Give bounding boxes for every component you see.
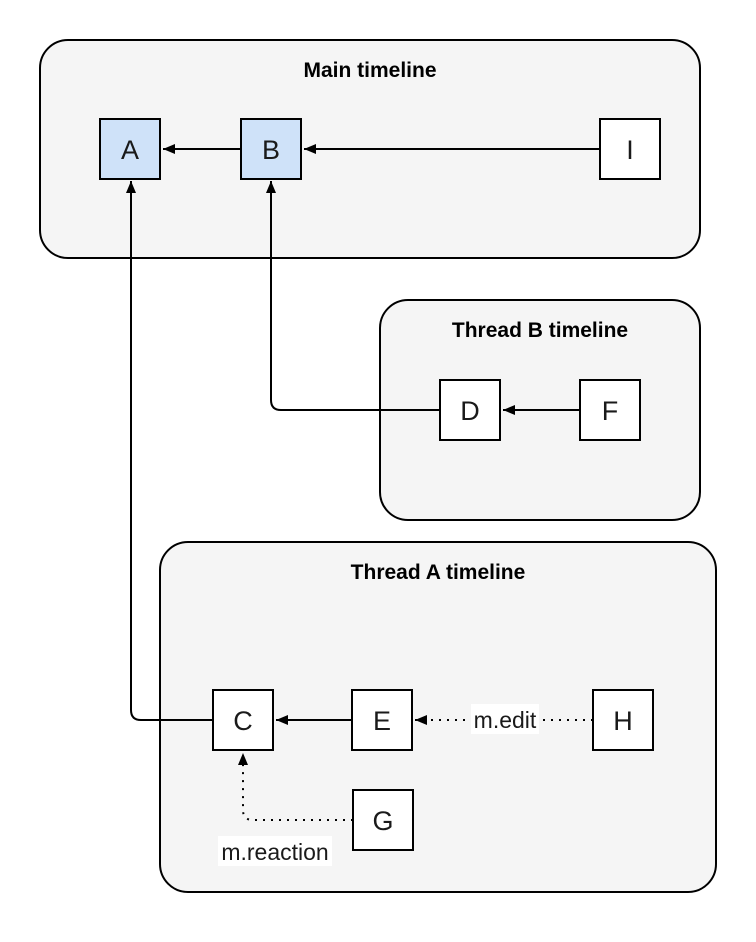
container-thread-a-timeline-title: Thread A timeline xyxy=(351,561,526,584)
node-i-label: I xyxy=(626,135,634,165)
node-b: B xyxy=(240,118,302,180)
node-g-box xyxy=(352,789,414,851)
node-i-box xyxy=(599,118,661,180)
node-f-label: F xyxy=(602,396,619,426)
edge-d-to-b xyxy=(266,181,440,411)
node-d: D xyxy=(439,379,501,441)
node-g-label: G xyxy=(372,806,393,836)
node-a-label: A xyxy=(121,135,139,165)
edge-c-to-a xyxy=(126,181,213,721)
node-i: I xyxy=(599,118,661,180)
edge-label-m-reaction-text: m.reaction xyxy=(221,839,328,865)
node-f-box xyxy=(579,379,641,441)
node-e-label: E xyxy=(373,706,391,736)
node-c-label: C xyxy=(233,706,253,736)
node-c-box xyxy=(212,689,274,751)
node-a-box xyxy=(99,118,161,180)
node-f: F xyxy=(579,379,641,441)
container-thread-b-timeline-title: Thread B timeline xyxy=(452,319,628,342)
node-b-box xyxy=(240,118,302,180)
container-thread-a-timeline xyxy=(159,541,717,893)
container-main-timeline-title: Main timeline xyxy=(303,59,436,82)
node-e-box xyxy=(351,689,413,751)
node-d-label: D xyxy=(460,396,480,426)
node-g: G xyxy=(352,789,414,851)
node-d-box xyxy=(439,379,501,441)
node-h-label: H xyxy=(613,706,633,736)
node-e: E xyxy=(351,689,413,751)
edge-label-m-edit-text: m.edit xyxy=(474,707,537,733)
node-h: H xyxy=(592,689,654,751)
node-b-label: B xyxy=(262,135,280,165)
node-a: A xyxy=(99,118,161,180)
edge-label-m-edit-bg xyxy=(471,704,539,734)
edge-label-m-reaction-bg xyxy=(218,836,332,866)
edge-label-m-reaction: m.reaction xyxy=(218,836,332,866)
node-h-box xyxy=(592,689,654,751)
node-c: C xyxy=(212,689,274,751)
edge-label-m-edit: m.edit xyxy=(471,704,539,734)
